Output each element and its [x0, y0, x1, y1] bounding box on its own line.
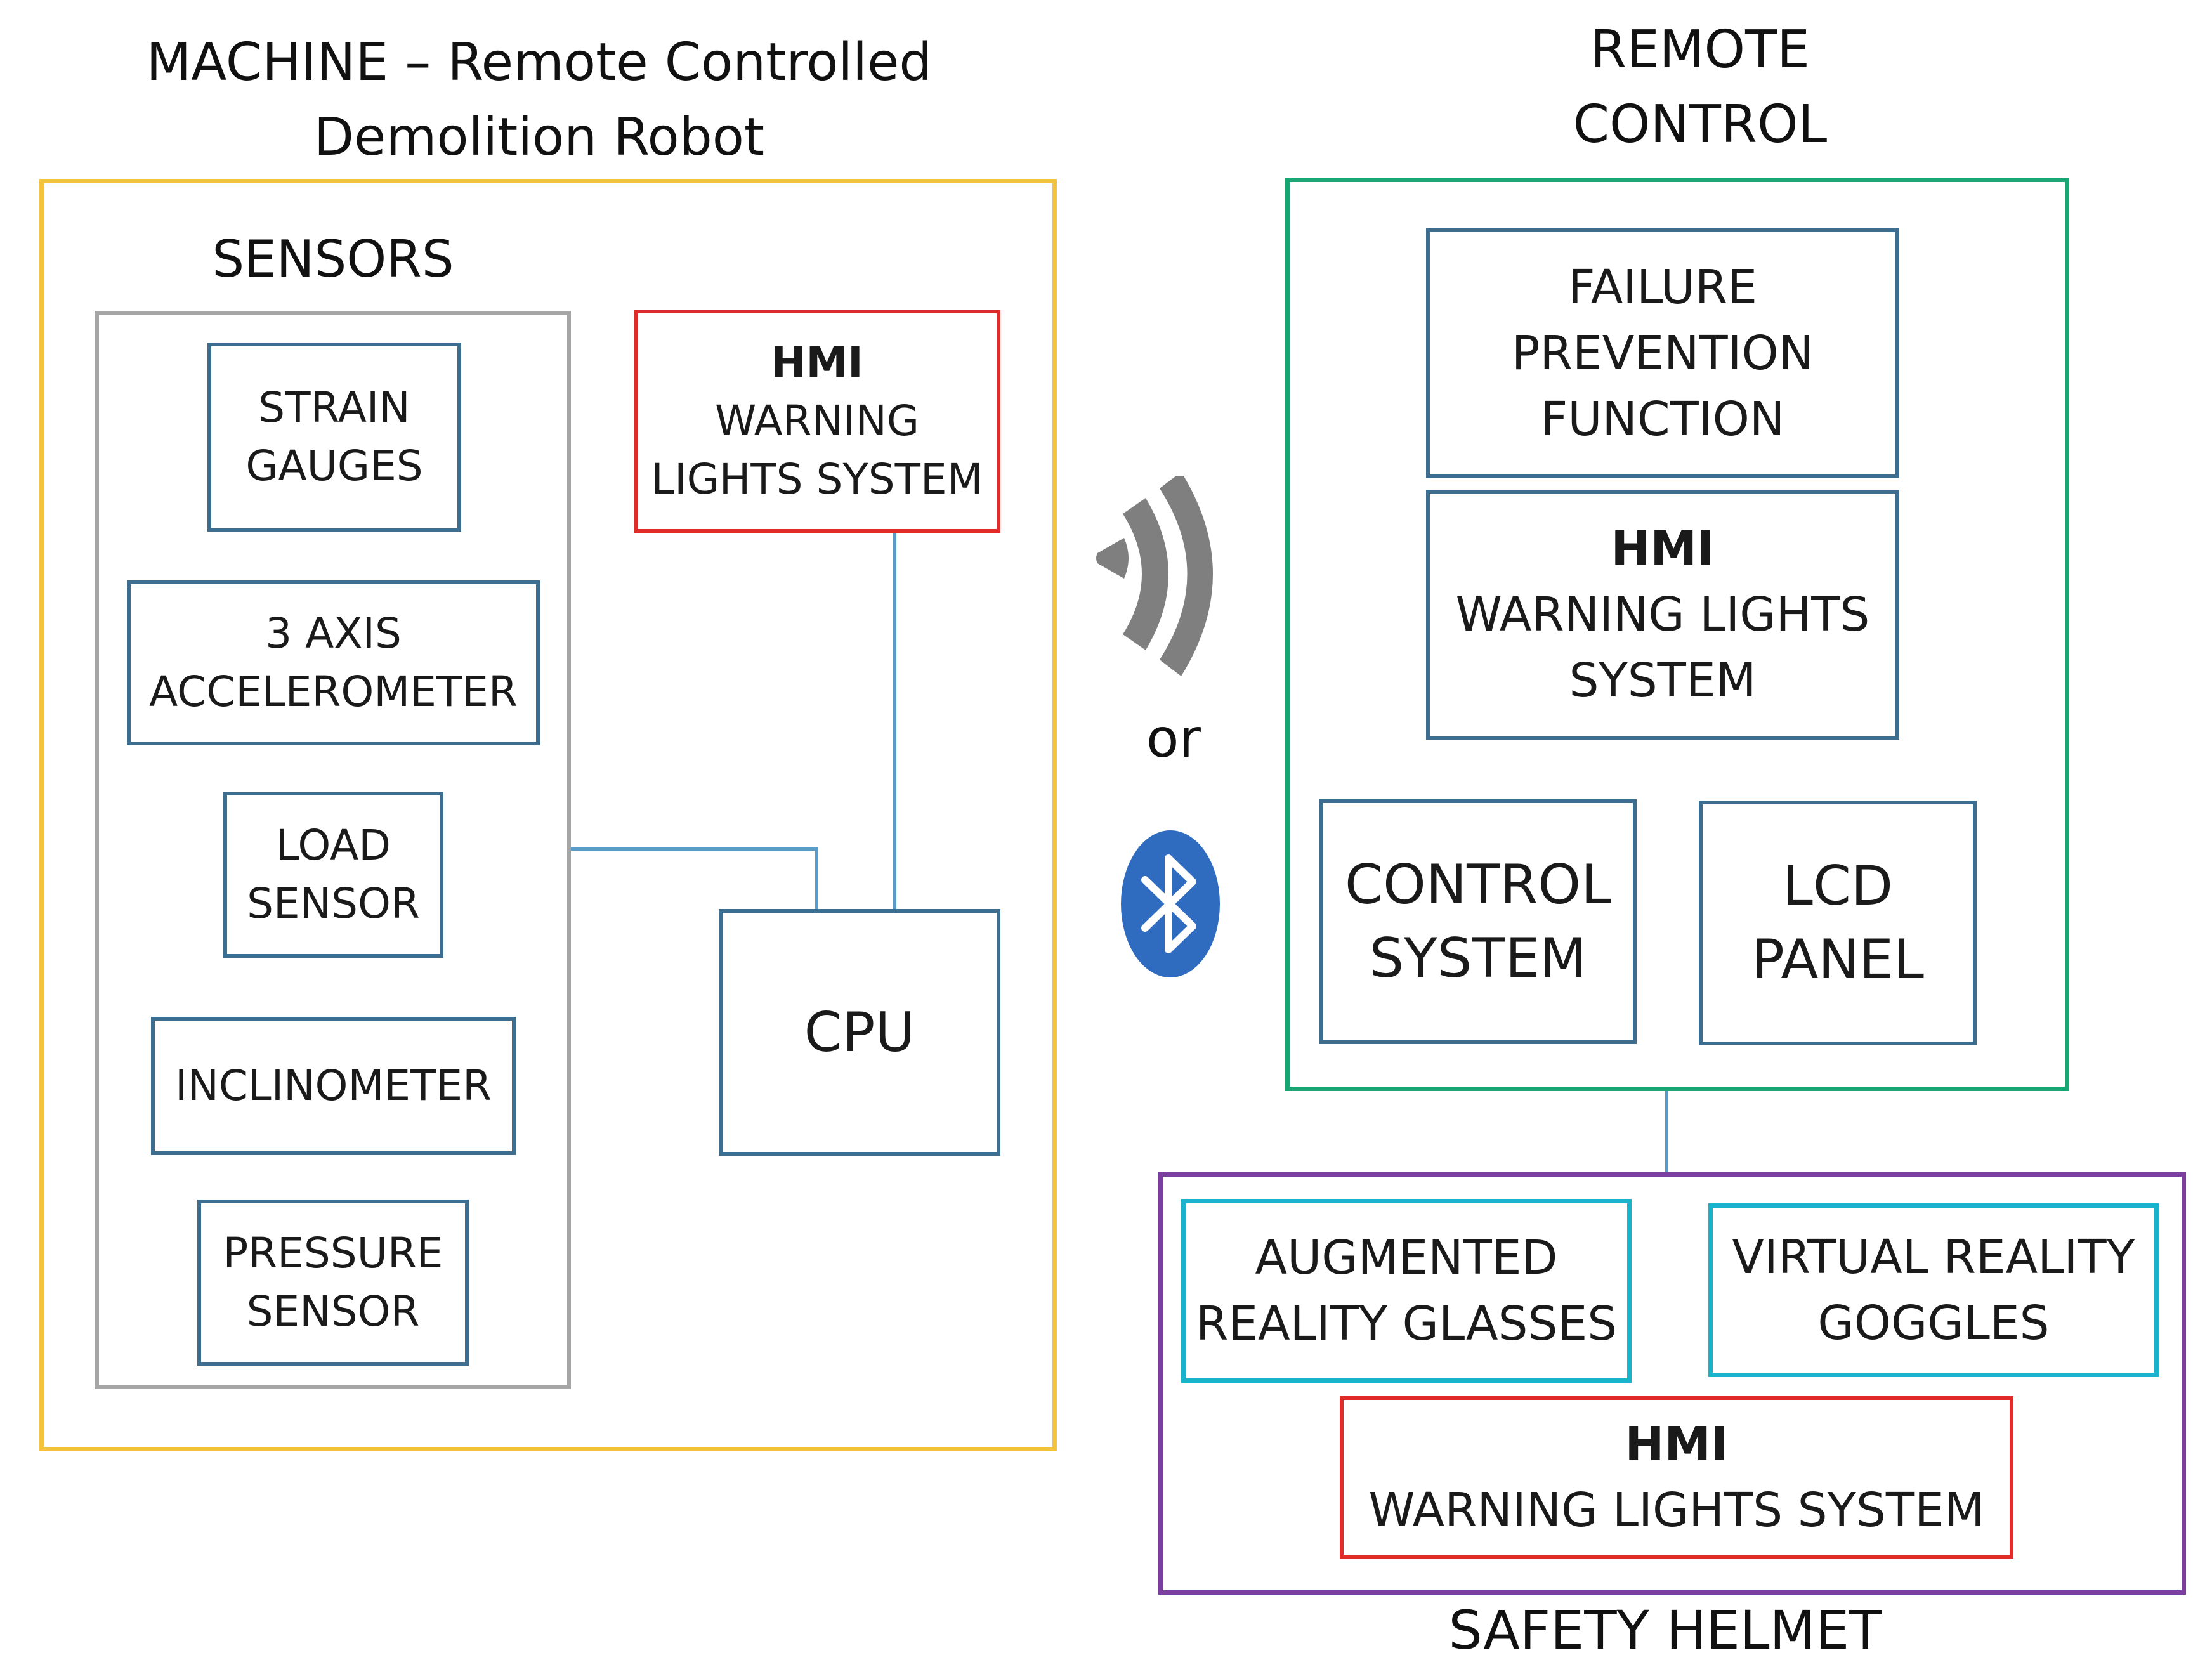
connector-remote-helmet	[1665, 1091, 1668, 1173]
helmet-title: SAFETY HELMET	[1448, 1599, 1882, 1661]
connector-hmi-cpu	[893, 533, 896, 911]
control-system-line2: SYSTEM	[1369, 927, 1587, 990]
ar-glasses-line1: AUGMENTED	[1255, 1231, 1558, 1285]
machine-container	[39, 179, 1057, 1451]
remote-hmi-line1: WARNING LIGHTS	[1455, 587, 1870, 642]
strain-gauges-line2: GAUGES	[245, 441, 423, 490]
pressure-sensor-line2: SENSOR	[246, 1287, 420, 1336]
load-sensor-line2: SENSOR	[247, 879, 420, 928]
ar-glasses-line2: REALITY GLASSES	[1195, 1297, 1618, 1351]
remote-title-line2: CONTROL	[1573, 95, 1828, 155]
vr-goggles-box: VIRTUAL REALITY GOGGLES	[1708, 1203, 2159, 1377]
lcd-panel-line1: LCD	[1782, 854, 1894, 918]
remote-hmi-box: HMI WARNING LIGHTS SYSTEM	[1426, 490, 1899, 740]
machine-title-line1: MACHINE – Remote Controlled	[146, 32, 933, 93]
ar-glasses-box: AUGMENTED REALITY GLASSES	[1181, 1199, 1632, 1383]
machine-hmi-line1: WARNING	[714, 396, 919, 445]
lcd-panel-box: LCD PANEL	[1699, 801, 1977, 1045]
connector-sensors-cpu-v	[815, 847, 818, 911]
failure-line3: FUNCTION	[1540, 392, 1785, 447]
control-system-box: CONTROL SYSTEM	[1319, 799, 1637, 1044]
helmet-hmi-box: HMI WARNING LIGHTS SYSTEM	[1340, 1396, 2013, 1559]
cpu-label: CPU	[804, 1000, 915, 1064]
accelerometer-box: 3 AXIS ACCELEROMETER	[127, 580, 540, 745]
inclinometer-box: INCLINOMETER	[151, 1017, 516, 1155]
load-sensor-box: LOAD SENSOR	[223, 792, 443, 958]
machine-title-line2: Demolition Robot	[313, 107, 765, 167]
wifi-signal-icon	[1096, 476, 1213, 676]
machine-hmi-line2: LIGHTS SYSTEM	[651, 455, 983, 504]
control-system-line1: CONTROL	[1345, 853, 1611, 917]
machine-title: MACHINE – Remote Controlled Demolition R…	[101, 25, 977, 175]
sensors-title: SENSORS	[212, 230, 454, 289]
failure-line1: FAILURE	[1567, 260, 1758, 315]
strain-gauges-box: STRAIN GAUGES	[207, 343, 461, 532]
helmet-hmi-title: HMI	[1625, 1417, 1729, 1472]
or-label: or	[1146, 707, 1201, 769]
helmet-hmi-line1: WARNING LIGHTS SYSTEM	[1368, 1483, 1985, 1538]
sensors-group	[95, 311, 571, 1389]
remote-container	[1285, 178, 2069, 1091]
inclinometer-label: INCLINOMETER	[175, 1061, 492, 1110]
cpu-box: CPU	[719, 909, 1000, 1156]
pressure-sensor-box: PRESSURE SENSOR	[197, 1200, 469, 1366]
connector-sensors-cpu-h	[571, 847, 816, 851]
load-sensor-line1: LOAD	[275, 821, 391, 870]
vr-goggles-line2: GOGGLES	[1817, 1296, 2050, 1350]
lcd-panel-line2: PANEL	[1751, 928, 1924, 991]
accelerometer-line2: ACCELEROMETER	[149, 667, 518, 716]
bluetooth-icon	[1121, 830, 1220, 977]
failure-prevention-box: FAILURE PREVENTION FUNCTION	[1426, 228, 1899, 478]
accelerometer-line1: 3 AXIS	[265, 609, 402, 658]
remote-hmi-title: HMI	[1611, 521, 1715, 576]
strain-gauges-line1: STRAIN	[258, 383, 410, 432]
machine-hmi-title: HMI	[771, 338, 863, 387]
pressure-sensor-line1: PRESSURE	[223, 1229, 443, 1278]
machine-hmi-box: HMI WARNING LIGHTS SYSTEM	[634, 310, 1000, 533]
remote-title: REMOTE CONTROL	[1491, 13, 1909, 162]
failure-line2: PREVENTION	[1511, 326, 1814, 381]
vr-goggles-line1: VIRTUAL REALITY	[1732, 1230, 2135, 1285]
remote-title-line1: REMOTE	[1590, 20, 1810, 80]
helmet-container	[1158, 1172, 2186, 1595]
remote-hmi-line2: SYSTEM	[1569, 653, 1757, 708]
